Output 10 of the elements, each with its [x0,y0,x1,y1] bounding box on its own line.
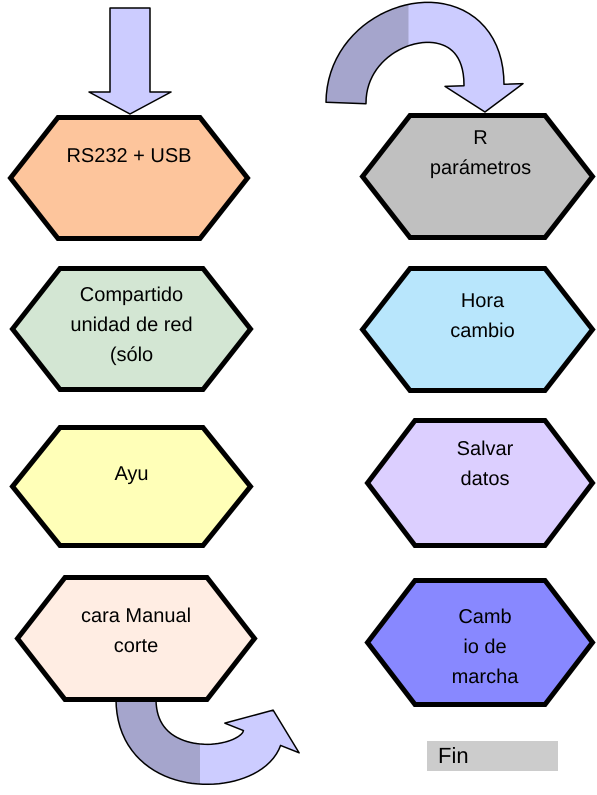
end-label: Fin [427,741,558,771]
step-text: Ayu [113,462,150,487]
step-text: R parámetros [428,126,532,181]
step-text: Compartido unidad de red (sólo [69,283,194,368]
step-text: Camb io de marcha [450,605,520,690]
step-text: Salvar datos [456,437,514,492]
step-text: RS232 + USB [65,144,193,169]
step-text: cara Manual corte [80,604,192,659]
step-text: Hora cambio [449,289,516,344]
block-arrow [88,7,172,115]
